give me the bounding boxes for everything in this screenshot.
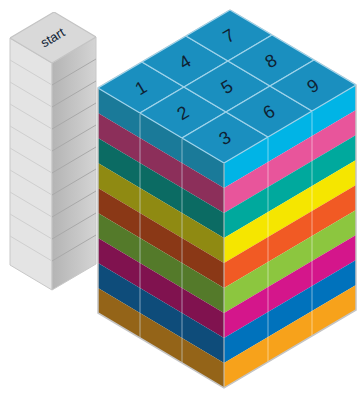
cell-shape <box>10 12 96 63</box>
grid-cell: 9 <box>270 60 356 111</box>
box-top-face <box>98 10 356 163</box>
box-edge <box>224 163 225 388</box>
cell-shape <box>270 60 356 111</box>
start-top: start <box>10 12 96 63</box>
start-column <box>10 37 96 290</box>
box-outline <box>98 10 356 388</box>
